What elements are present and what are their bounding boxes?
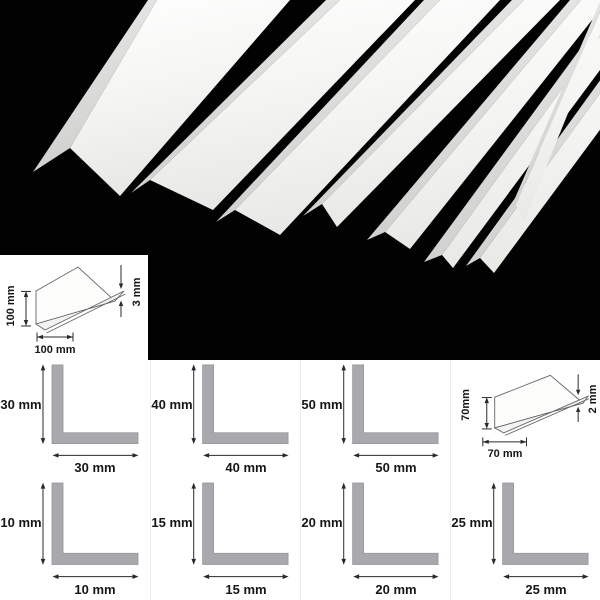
angle-size-cell-40mm: 40 mm 40 mm	[150, 360, 300, 478]
height-label: 25 mm	[451, 515, 493, 530]
width-label: 10 mm	[74, 582, 116, 597]
thickness-label: 2 mm	[587, 384, 599, 414]
profile-3d-drawing-100	[21, 265, 126, 342]
width-label: 70 mm	[487, 448, 523, 460]
width-label: 25 mm	[525, 582, 567, 597]
width-label: 20 mm	[375, 582, 417, 597]
height-label: 40 mm	[151, 397, 193, 412]
height-label: 100 mm	[5, 285, 17, 327]
l-profile-drawing	[40, 364, 139, 458]
width-label: 40 mm	[225, 460, 267, 475]
width-label: 100 mm	[34, 344, 76, 356]
height-label: 70mm	[460, 389, 472, 421]
angle-strip-1	[33, 0, 290, 196]
angle-size-cell-30mm: 30 mm 30 mm	[0, 360, 150, 478]
angle-strip-8	[509, 2, 600, 222]
l-profile-drawing	[40, 482, 139, 579]
width-label: 15 mm	[225, 582, 267, 597]
l-profile-drawing	[191, 482, 289, 579]
angle-strip-2	[131, 0, 415, 210]
height-label: 50 mm	[301, 397, 343, 412]
angle-strip-5	[367, 0, 600, 249]
l-profile-drawing	[191, 364, 289, 458]
angle-strip-3	[216, 0, 500, 235]
l-profile-drawing	[341, 482, 439, 579]
angle-size-cell-25mm: 25 mm 25 mm	[450, 478, 600, 600]
width-label: 50 mm	[375, 460, 417, 475]
angle-strip-4	[303, 0, 560, 227]
diagram-row-1: 30 mm 30 mm 40 mm 40 mm	[0, 360, 600, 478]
product-photo: 100 mm 3 mm 100 mm	[0, 0, 600, 360]
l-profile-drawing	[491, 482, 589, 579]
diagram-100mm-panel: 100 mm 3 mm 100 mm	[0, 255, 148, 360]
height-label: 15 mm	[151, 515, 193, 530]
height-label: 20 mm	[301, 515, 343, 530]
thickness-label: 3 mm	[131, 277, 143, 307]
angle-size-cell-10mm: 10 mm 10 mm	[0, 478, 150, 600]
width-label: 30 mm	[74, 460, 116, 475]
profile-3d-drawing-70	[481, 374, 590, 447]
angle-size-cell-20mm: 20 mm 20 mm	[300, 478, 450, 600]
angle-size-cell-15mm: 15 mm 15 mm	[150, 478, 300, 600]
angle-strips-photo	[0, 0, 600, 360]
height-label: 30 mm	[0, 397, 42, 412]
l-profile-drawing	[341, 364, 439, 458]
diagram-row-2: 10 mm 10 mm 15 mm 15 mm	[0, 478, 600, 600]
diagram-70mm-panel: 70mm 2 mm 70 mm	[450, 360, 600, 478]
height-label: 10 mm	[0, 515, 42, 530]
angle-size-cell-50mm: 50 mm 50 mm	[300, 360, 450, 478]
